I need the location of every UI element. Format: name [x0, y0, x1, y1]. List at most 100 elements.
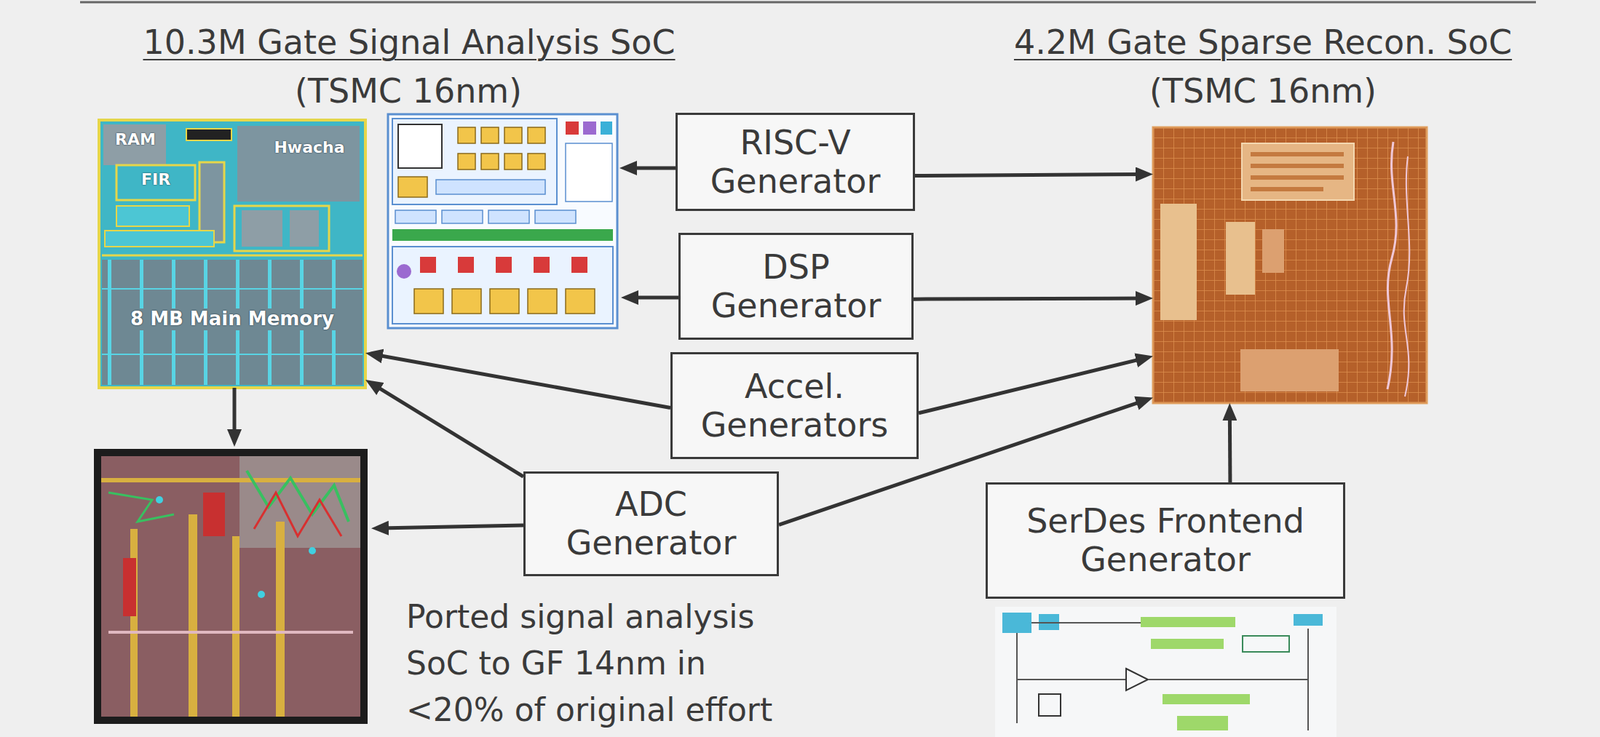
- die-layout: [254, 492, 342, 537]
- die-layout: [93, 449, 368, 725]
- die-photo: [98, 120, 366, 388]
- schematic-thumbnail: [1242, 636, 1290, 653]
- die-layout: [188, 514, 198, 718]
- pointer-arrow: [629, 296, 679, 300]
- block-diagram-thumbnail: [533, 256, 550, 273]
- die-photo: [101, 259, 363, 386]
- die-photo: [241, 210, 283, 247]
- block-diagram-thumbnail: [414, 288, 444, 314]
- die-photo: [1262, 229, 1285, 273]
- soc-die: 4.2M Gate Sparse Recon. SoC(TSMC 16nm): [1153, 127, 1427, 404]
- block-diagram-thumbnail: [387, 114, 618, 329]
- box-label: DSP Generator: [693, 248, 899, 326]
- schematic-thumbnail: [1016, 679, 1127, 681]
- die-photo: [1241, 143, 1354, 201]
- die-photo: [1387, 141, 1397, 390]
- schematic-thumbnail: [995, 607, 1337, 737]
- pointer-arrow: [232, 387, 237, 439]
- die-layout: [257, 591, 265, 599]
- block-diagram-thumbnail: [504, 127, 522, 144]
- schematic-thumbnail: [1031, 622, 1141, 624]
- block-diagram-thumbnail: [398, 176, 428, 198]
- generator-box: DSP Generator: [678, 232, 914, 340]
- die-photo: [101, 353, 363, 356]
- die-photo: [116, 165, 196, 201]
- block-diagram-thumbnail: [527, 153, 546, 170]
- die-photo: [289, 210, 319, 247]
- die-photo: [1153, 127, 1427, 404]
- connector-arrow: [915, 174, 1145, 177]
- block-diagram-thumbnail: [565, 121, 579, 135]
- block-diagram-thumbnail: [392, 246, 613, 324]
- schematic-thumbnail: [1140, 617, 1236, 628]
- schematic-thumbnail: [1038, 694, 1061, 717]
- block-diagram-thumbnail: [481, 153, 499, 170]
- die-layout: [101, 456, 361, 718]
- schematic-thumbnail: [1150, 639, 1224, 650]
- connector-arrow: [913, 298, 1145, 300]
- process-label: (TSMC 16nm): [1149, 71, 1377, 112]
- soc-title: 4.2M Gate Sparse Recon. SoC: [1014, 22, 1512, 63]
- die-photo: [1404, 156, 1411, 397]
- pointer-arrow: [628, 166, 676, 171]
- die-photo: [1240, 349, 1339, 392]
- schematic-thumbnail: [1162, 694, 1250, 705]
- box-label: Accel. Generators: [685, 367, 904, 445]
- block-diagram-thumbnail: [495, 256, 512, 273]
- die-photo: [116, 206, 190, 227]
- die-photo: [101, 254, 363, 257]
- block-diagram-thumbnail: [481, 127, 499, 144]
- block-diagram-thumbnail: [488, 210, 530, 224]
- schematic-thumbnail: [1293, 614, 1323, 627]
- connector-arrow: [374, 354, 671, 408]
- die-layout: [101, 478, 361, 483]
- soc-title: 10.3M Gate Signal Analysis SoC: [142, 22, 675, 63]
- connector-arrow: [1228, 412, 1233, 483]
- die-layout: [239, 456, 361, 549]
- schematic-thumbnail: [1126, 668, 1148, 691]
- block-diagram-thumbnail: [398, 124, 442, 169]
- die-photo: [101, 288, 363, 290]
- process-label: (TSMC 16nm): [294, 71, 522, 112]
- block-diagram-thumbnail: [565, 143, 613, 202]
- soc-die: 10.3M Gate Signal Analysis SoC(TSMC 16nm…: [98, 120, 366, 388]
- pointer-arrow: [379, 525, 524, 529]
- block-diagram-thumbnail: [436, 179, 546, 195]
- die-photo: [98, 120, 366, 388]
- block-diagram-thumbnail: [392, 229, 613, 241]
- generator-box: SerDes Frontend Generator: [985, 482, 1346, 600]
- block-diagram-thumbnail: [457, 153, 476, 170]
- block-label: FIR: [137, 170, 174, 189]
- schematic-thumbnail: [1016, 633, 1018, 724]
- die-layout: [123, 558, 137, 617]
- die-layout: [108, 631, 354, 635]
- die-layout: [155, 496, 164, 504]
- generator-box: ADC Generator: [523, 471, 779, 577]
- die-photo: [1250, 163, 1344, 169]
- block-diagram-thumbnail: [565, 288, 595, 314]
- die-layout: [308, 547, 316, 555]
- block-diagram-thumbnail: [535, 210, 576, 224]
- die-layout: [203, 492, 225, 537]
- block-diagram-thumbnail: [420, 256, 437, 273]
- block-diagram-thumbnail: [396, 264, 412, 279]
- connector-arrow: [918, 358, 1145, 413]
- block-diagram-thumbnail: [441, 210, 483, 224]
- die-photo: [1250, 187, 1324, 192]
- die-layout: [275, 521, 285, 718]
- block-label: Hwacha: [270, 138, 348, 157]
- note-text: Ported signal analysis SoC to GF 14nm in…: [406, 593, 785, 734]
- die-photo: [1250, 175, 1344, 180]
- box-label: ADC Generator: [538, 485, 764, 563]
- block-diagram-thumbnail: [571, 256, 588, 273]
- die-photo: [1153, 127, 1427, 404]
- die-photo: [1153, 127, 1427, 404]
- block-label: RAM: [111, 130, 160, 149]
- die-photo: [1250, 152, 1344, 157]
- block-diagram-thumbnail: [489, 288, 520, 314]
- block-diagram-thumbnail: [387, 114, 618, 329]
- schematic-thumbnail: [1177, 716, 1229, 731]
- box-label: RISC-V Generator: [690, 123, 900, 201]
- schematic-thumbnail: [995, 607, 1337, 737]
